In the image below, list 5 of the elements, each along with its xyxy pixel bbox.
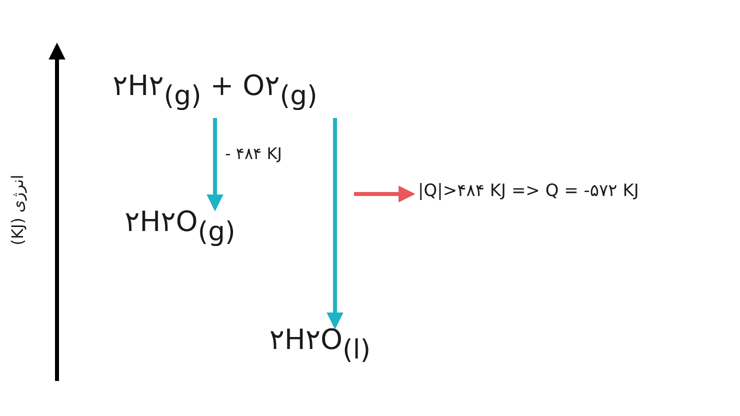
axis-label: انرژی (KJ)	[8, 174, 28, 248]
arrow	[206, 118, 224, 212]
result-note: |Q|>۴۸۴ KJ => Q = -۵۷۲ KJ	[418, 183, 710, 205]
arrow	[354, 186, 416, 202]
arrow	[326, 118, 344, 330]
